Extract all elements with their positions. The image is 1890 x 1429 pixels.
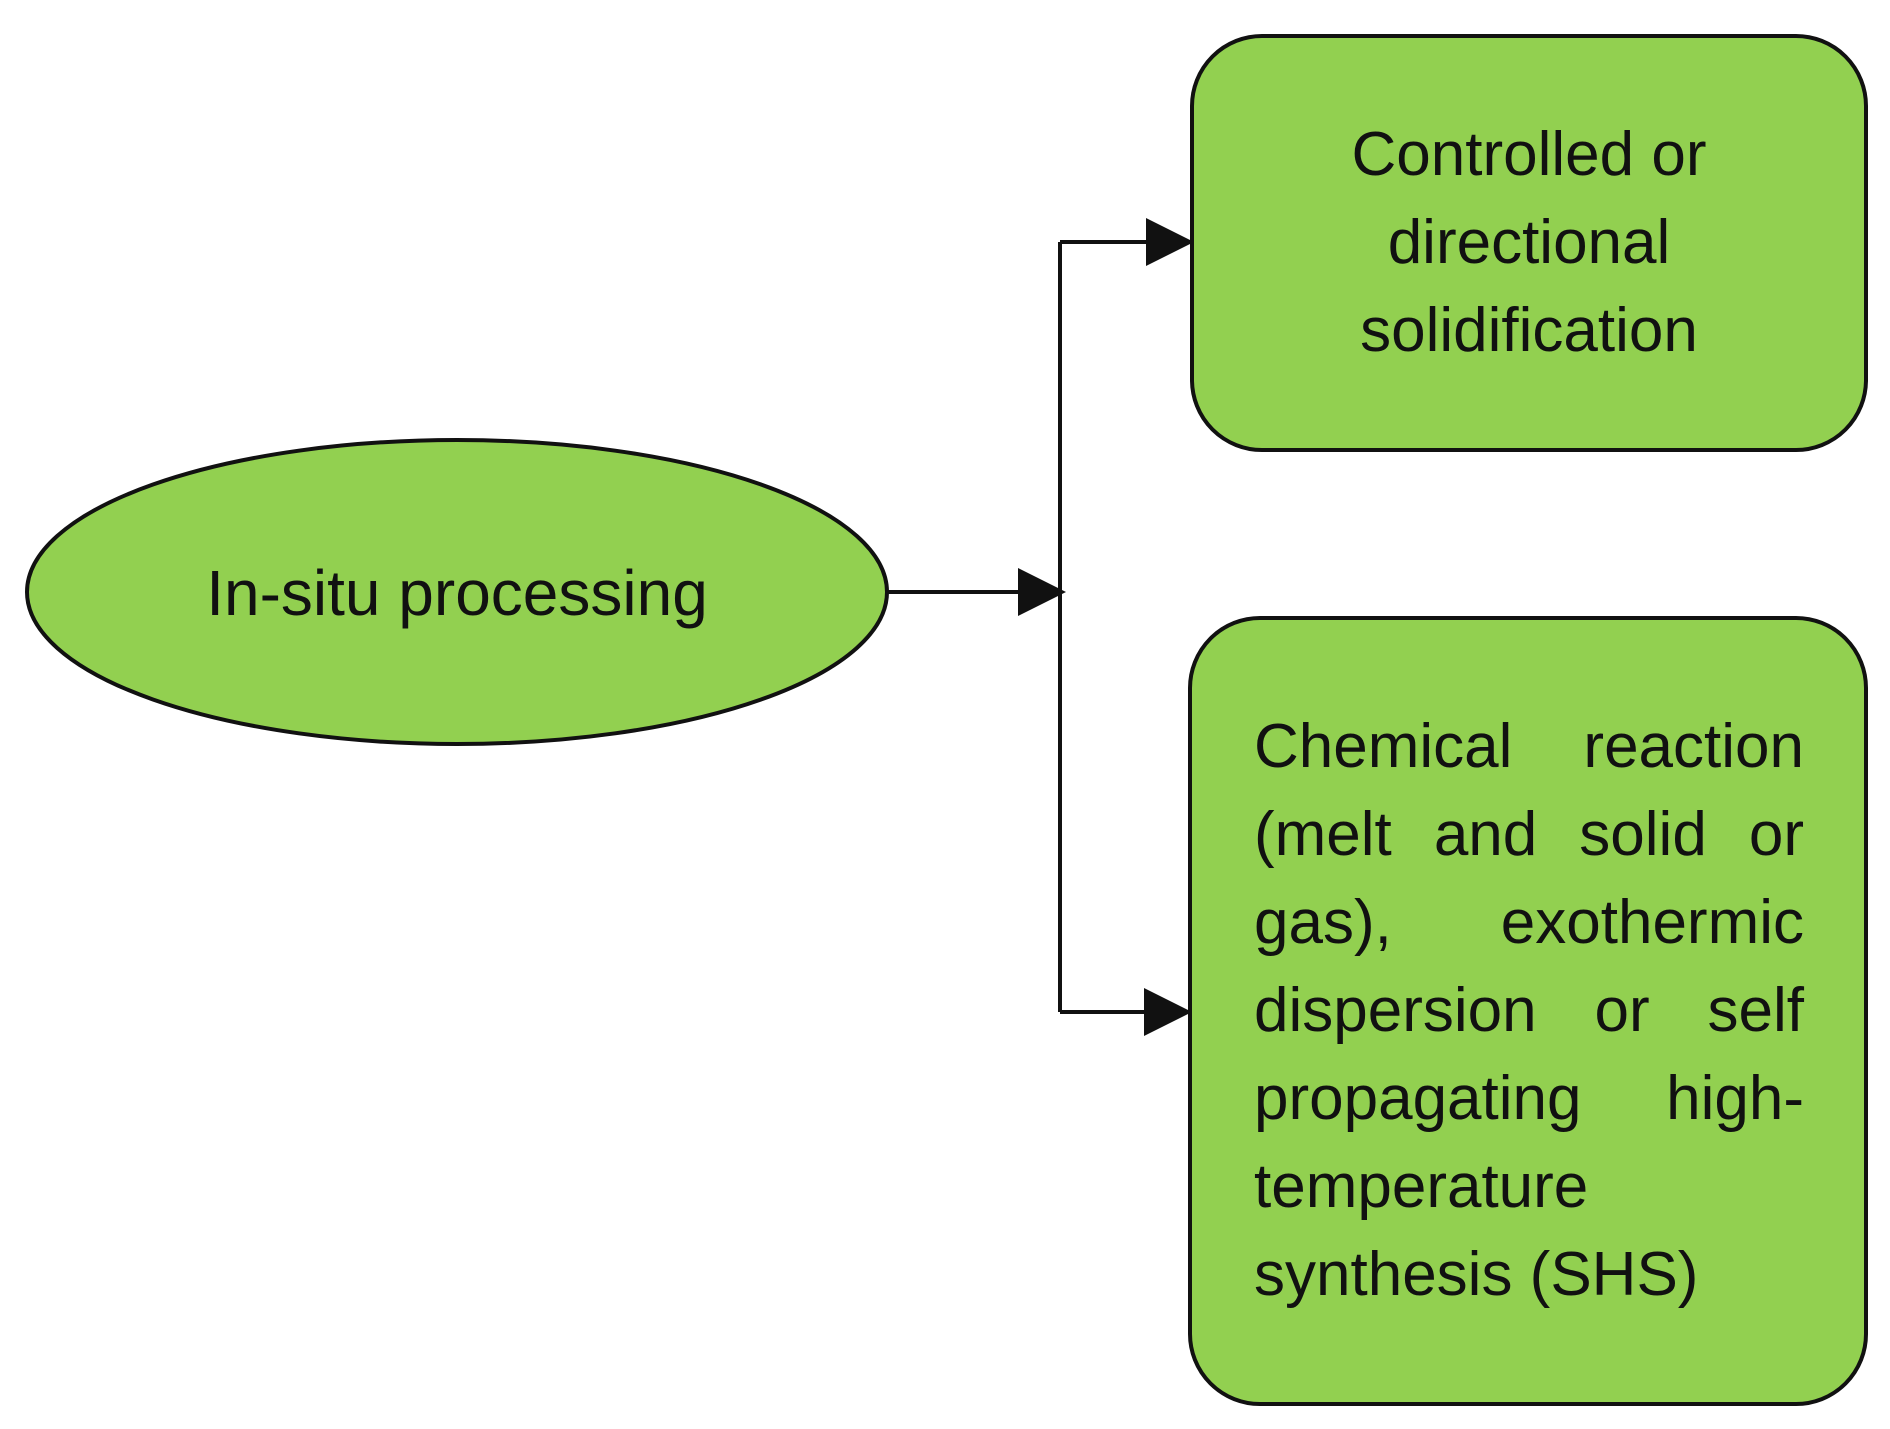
controlled-solidification-box: Controlled or directional solidification (1190, 34, 1868, 452)
root-label: In-situ processing (206, 556, 708, 629)
chemical-reaction-label: Chemical reaction (melt and solid or gas… (1254, 712, 1804, 1309)
root-node-label: In-situ processing (28, 440, 886, 745)
controlled-solidification-label: Controlled or directional solidification (1351, 120, 1707, 365)
chemical-reaction-box: Chemical reaction (melt and solid or gas… (1188, 616, 1868, 1406)
